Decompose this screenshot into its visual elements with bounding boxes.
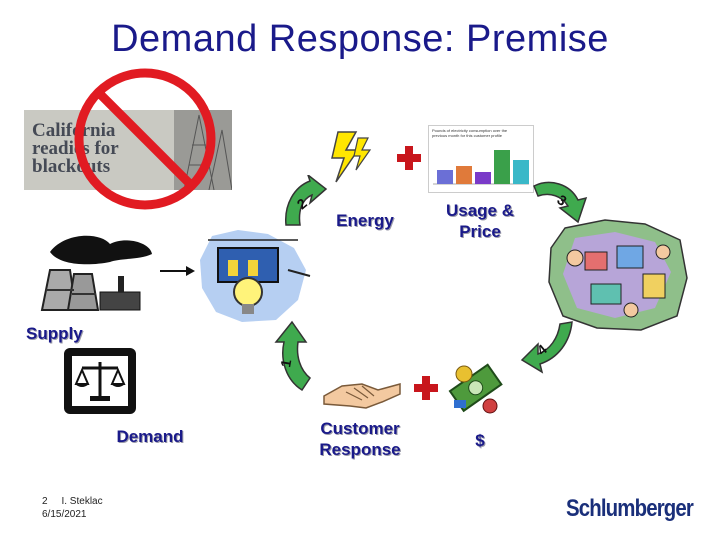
mini-chart-bar	[456, 166, 472, 184]
usage-mini-chart: Pounds of electricity consumption over t…	[428, 125, 534, 193]
mini-chart-bar	[513, 160, 529, 184]
customer-response-line-1: Customer	[310, 418, 410, 439]
arrow-1-icon: 1	[272, 320, 324, 395]
mini-chart-bar	[437, 170, 453, 184]
usage-price-line-1: Usage &	[430, 200, 530, 221]
slide-title: Demand Response: Premise	[0, 18, 720, 61]
power-plant-icon	[30, 232, 160, 312]
author-name: I. Steklac	[61, 496, 102, 507]
lightning-bolt-icon	[328, 130, 378, 185]
customer-response-label: Customer Response	[310, 418, 410, 460]
arrow-2-icon: 2	[280, 175, 330, 235]
transmission-bulb-icon	[198, 230, 313, 325]
prohibition-icon	[70, 64, 220, 214]
usage-price-line-2: Price	[430, 221, 530, 242]
plus-icon-top	[393, 142, 425, 174]
mini-chart-caption-2: previous month for this customer profile	[432, 133, 530, 138]
footer-date: 6/15/2021	[42, 508, 103, 521]
energy-label: Energy	[330, 210, 400, 231]
page-number: 2	[42, 496, 48, 507]
money-icon	[446, 362, 506, 418]
handshake-icon	[322, 372, 402, 412]
supply-label: Supply	[26, 323, 96, 344]
mini-chart-bar	[475, 172, 491, 184]
dollar-label: $	[465, 430, 495, 451]
usage-price-label: Usage & Price	[430, 200, 530, 242]
footer-info: 2 I. Steklac 6/15/2021	[42, 495, 103, 521]
office-collage-icon	[545, 218, 690, 333]
schlumberger-logo: Schlumberger	[566, 495, 693, 523]
demand-label: Demand	[110, 426, 190, 447]
scales-icon	[64, 348, 136, 414]
mini-chart-bar	[494, 150, 510, 184]
right-arrow-icon	[160, 265, 196, 277]
customer-response-line-2: Response	[310, 439, 410, 460]
plus-icon-bottom	[410, 372, 442, 404]
